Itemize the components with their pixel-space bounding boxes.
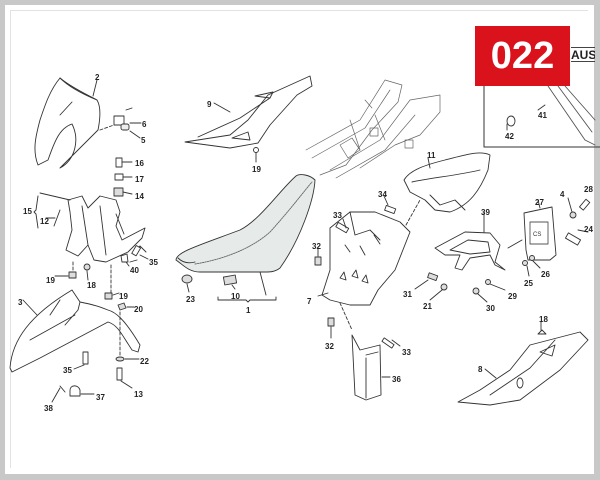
callout-part-7: 7 (307, 297, 312, 306)
callout-part-34: 34 (378, 190, 387, 199)
callout-part-25: 25 (524, 279, 533, 288)
callout-part-23: 23 (186, 295, 195, 304)
callout-part-39: 39 (481, 208, 490, 217)
callout-part-9: 9 (207, 100, 212, 109)
callout-part-11: 11 (427, 151, 436, 160)
callout-part-12: 12 (40, 217, 49, 226)
callout-part-29: 29 (508, 292, 517, 301)
callout-part-24: 24 (584, 225, 593, 234)
callout-part-37: 37 (96, 393, 105, 402)
callout-part-28: 28 (584, 185, 593, 194)
callout-part-42: 42 (505, 132, 514, 141)
callout-part-30: 30 (486, 304, 495, 313)
callout-part-21: 21 (423, 302, 432, 311)
callout-part-13: 13 (134, 390, 143, 399)
inset-label: AUS (571, 47, 595, 62)
page-number-badge: 022 (475, 26, 570, 86)
callout-part-14: 14 (135, 192, 144, 201)
callout-part-3: 3 (18, 298, 23, 307)
callout-part-41: 41 (538, 111, 547, 120)
callout-part-6: 6 (142, 120, 147, 129)
callout-part-35: 35 (63, 366, 72, 375)
tail-cover-part-11 (403, 152, 491, 213)
callout-part-35: 35 (149, 258, 158, 267)
callout-part-32: 32 (312, 242, 321, 251)
front-support-assembly (33, 157, 149, 301)
callout-part-26: 26 (541, 270, 550, 279)
svg-text:CS: CS (533, 232, 541, 238)
callout-part-19: 19 (119, 292, 128, 301)
callout-part-10: 10 (231, 292, 240, 301)
headlight-mask-part-2 (34, 77, 142, 169)
callout-part-18: 18 (87, 281, 96, 290)
front-fender-part-3 (9, 271, 141, 403)
callout-part-17: 17 (135, 175, 144, 184)
callout-part-2: 2 (95, 73, 100, 82)
license-bracket-part-39 (414, 211, 506, 303)
callout-part-16: 16 (135, 159, 144, 168)
callout-part-40: 40 (130, 266, 139, 275)
callout-part-32: 32 (325, 342, 334, 351)
mudflap-part-36 (351, 334, 401, 401)
callout-part-5: 5 (141, 136, 146, 145)
callout-part-4: 4 (560, 190, 565, 199)
inset-box (483, 85, 600, 148)
callout-part-15: 15 (23, 207, 32, 216)
callout-part-8: 8 (478, 365, 483, 374)
callout-part-38: 38 (44, 404, 53, 413)
rear-inner-fender-part-7 (314, 195, 421, 339)
side-panel-part-8 (457, 321, 589, 406)
callout-part-22: 22 (140, 357, 149, 366)
rear-subframe (305, 79, 441, 179)
side-panel-part-9 (184, 75, 313, 163)
callout-part-19: 19 (46, 276, 55, 285)
callout-part-33: 33 (333, 211, 342, 220)
callout-part-1: 1 (246, 306, 251, 315)
callout-part-31: 31 (403, 290, 412, 299)
callout-part-19: 19 (252, 165, 261, 174)
seat-part-1 (175, 174, 316, 303)
callout-part-36: 36 (392, 375, 401, 384)
callout-part-27: 27 (535, 198, 544, 207)
callout-part-18: 18 (539, 315, 548, 324)
license-plate-holder-part-27: CS (507, 197, 591, 277)
callout-part-33: 33 (402, 348, 411, 357)
callout-part-20: 20 (134, 305, 143, 314)
